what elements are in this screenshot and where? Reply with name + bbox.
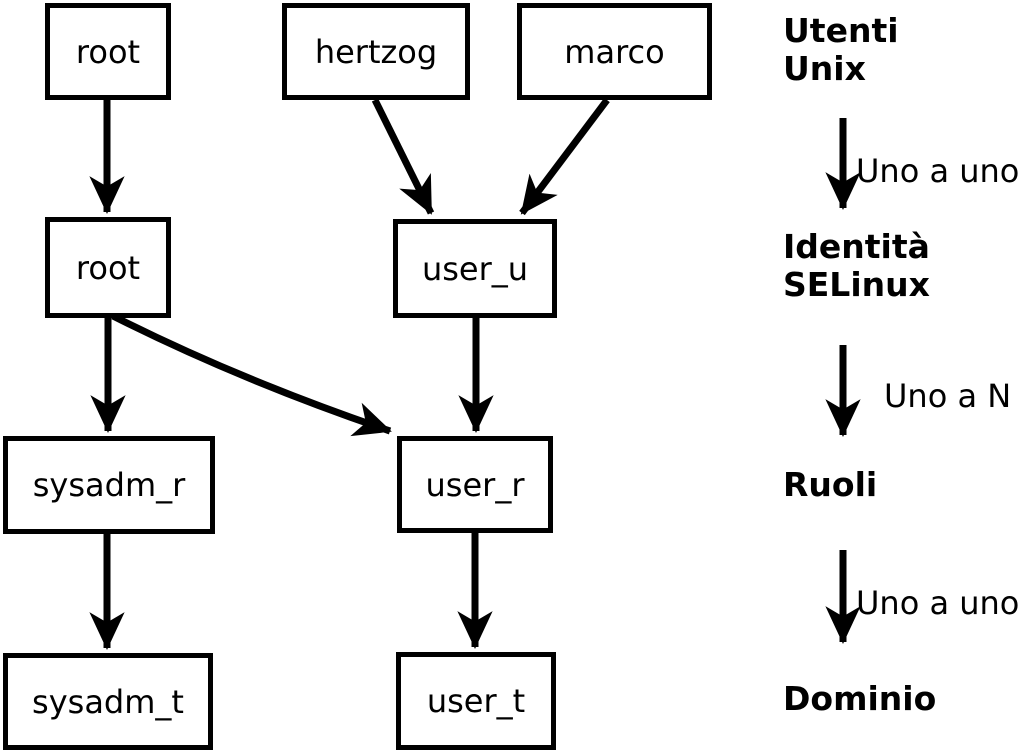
relation-uno-a-uno-1: Uno a uno bbox=[856, 152, 1020, 190]
node-sysadm-t: sysadm_t bbox=[3, 653, 213, 750]
node-user-u-label: user_u bbox=[421, 249, 529, 288]
stage-ruoli: Ruoli bbox=[783, 465, 878, 504]
node-user-r: user_r bbox=[397, 436, 553, 533]
node-root-unix: root bbox=[45, 3, 171, 100]
node-sysadm-r: sysadm_r bbox=[3, 436, 215, 534]
edge-rootselinux-to-userr-arrow bbox=[111, 312, 392, 437]
node-marco: marco bbox=[517, 3, 712, 100]
relation-uno-a-uno-2: Uno a uno bbox=[856, 584, 1020, 622]
node-sysadm-t-label: sysadm_t bbox=[32, 682, 184, 721]
node-hertzog: hertzog bbox=[282, 3, 470, 100]
edge-marco-to-useru-arrow bbox=[519, 97, 610, 216]
node-root-selinux: root bbox=[45, 217, 171, 318]
node-user-r-label: user_r bbox=[425, 465, 525, 504]
edge-hertzog-to-useru-arrow bbox=[371, 98, 435, 215]
node-sysadm-r-label: sysadm_r bbox=[32, 466, 186, 504]
node-hertzog-label: hertzog bbox=[314, 32, 438, 71]
relation-uno-a-n: Uno a N bbox=[884, 377, 1012, 415]
stage-dominio: Dominio bbox=[783, 679, 937, 718]
node-root-selinux-label: root bbox=[75, 248, 141, 287]
node-root-unix-label: root bbox=[75, 32, 141, 71]
node-marco-label: marco bbox=[564, 32, 665, 71]
node-user-t: user_t bbox=[396, 652, 556, 750]
stage-identita-selinux: Identità SELinux bbox=[783, 227, 930, 304]
node-user-t-label: user_t bbox=[426, 682, 526, 720]
stage-utenti-unix: Utenti Unix bbox=[783, 11, 899, 88]
node-user-u: user_u bbox=[393, 219, 557, 318]
